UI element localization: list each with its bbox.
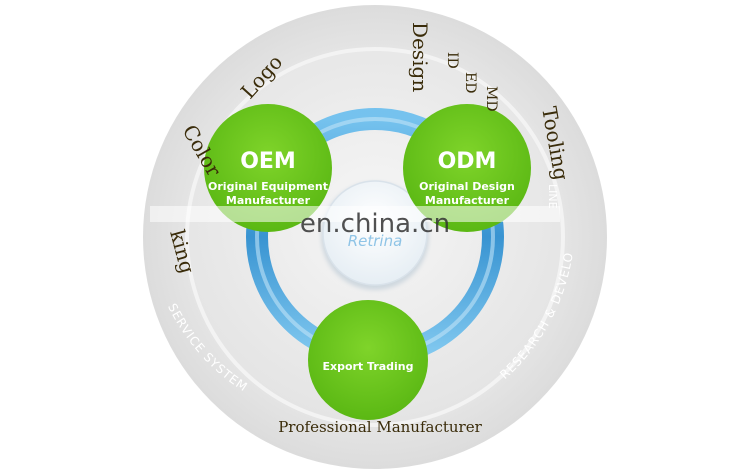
odm-subtitle-line2: Manufacturer: [425, 194, 510, 207]
label-design: Design: [408, 22, 432, 92]
label-md: MD: [483, 86, 499, 112]
center-brand: Retrina: [348, 232, 403, 250]
oem-subtitle-line1: Original Equipment: [208, 180, 328, 193]
label-line-fragment: LINE: [546, 184, 559, 209]
inner-disc-edge: [185, 47, 565, 427]
hub-band: [150, 206, 560, 222]
odm-hub-circle: [403, 104, 531, 232]
odm-title: ODM: [438, 149, 497, 174]
export-title: Export Trading: [322, 360, 413, 373]
odm-subtitle-line1: Original Design: [419, 180, 515, 193]
label-professional-manufacturer: Professional Manufacturer: [278, 418, 482, 436]
label-ed: ED: [462, 72, 478, 93]
export-hub-circle: [308, 300, 428, 420]
oem-hub-circle: [204, 104, 332, 232]
oem-title: OEM: [240, 149, 296, 174]
label-id: ID: [444, 52, 460, 69]
center-watermark: en.china.cn: [300, 209, 450, 239]
oem-subtitle-line2: Manufacturer: [226, 194, 311, 207]
